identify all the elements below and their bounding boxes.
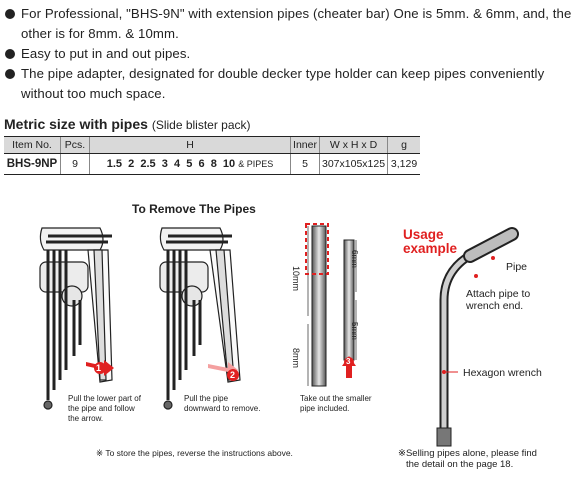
pipe-label: Pipe: [506, 261, 528, 273]
header-item: Item No.: [4, 136, 61, 154]
caption-step-1: Pull the lower part of the pipe and foll…: [68, 394, 141, 423]
figure-title: To Remove The Pipes: [132, 202, 256, 216]
feature-item: Easy to put in and out pipes.: [4, 44, 574, 64]
attach-label: Attach pipe to wrench end.: [466, 288, 531, 312]
arrow-red-3: [342, 356, 356, 378]
hexagon-wrench-label: Hexagon wrench: [463, 367, 542, 379]
pipe-large-top-label: 10mm: [291, 266, 301, 292]
table-title: Metric size with pipes (Slide blister pa…: [4, 116, 251, 132]
usage-title: Usage example: [403, 227, 458, 256]
cell-item: BHS-9NP: [4, 153, 61, 175]
bullet-dot-icon: [5, 9, 15, 19]
cell-inner: 5: [290, 153, 320, 175]
pipe-dashed-outline: [305, 223, 329, 275]
header-dims: W x H x D: [318, 136, 388, 154]
arrow-red-1: [86, 360, 114, 376]
header-h: H: [89, 136, 291, 154]
header-inner: Inner: [290, 136, 320, 154]
wrench-set-illustration-2: [159, 227, 241, 410]
table-subtitle: (Slide blister pack): [151, 118, 251, 132]
step-2-number: 2: [230, 370, 236, 380]
cell-h: 1.5 2 2.5 3 4 5 6 8 10 & PIPES: [89, 153, 291, 175]
spec-table: Item No. Pcs. H Inner W x H x D g BHS-9N…: [4, 136, 421, 175]
pipe-large-bottom-label: 8mm: [291, 348, 301, 368]
pipe-small-bottom-label: 5mm: [350, 322, 359, 340]
step-3-number: 3: [346, 357, 351, 366]
pipe-pointer-dot: [491, 256, 495, 260]
pipe-sale-note: ※Selling pipes alone, please find the de…: [398, 448, 537, 470]
pipe-small-top-label: 6mm: [350, 250, 359, 268]
table-row: BHS-9NP 9 1.5 2 2.5 3 4 5 6 8 10 & PIPES…: [4, 153, 421, 175]
cell-dims: 307x105x125: [318, 153, 388, 175]
feature-item: For Professional, "BHS-9N" with extensio…: [4, 4, 574, 44]
cell-g: 3,129: [387, 153, 421, 175]
caption-step-2: Pull the pipe downward to remove.: [184, 394, 261, 413]
feature-item: The pipe adapter, designated for double …: [4, 64, 574, 104]
wrench-set-illustration-1: [39, 227, 113, 410]
arrow-red-2: [208, 362, 239, 381]
bullet-dot-icon: [5, 49, 15, 59]
table-header-row: Item No. Pcs. H Inner W x H x D g: [4, 136, 421, 154]
cell-h-sizes: 1.5 2 2.5 3 4 5 6 8 10: [106, 158, 236, 170]
caption-step-3: Take out the smaller pipe included.: [300, 394, 372, 413]
pipe-large-illustration: [307, 225, 327, 387]
bullet-dot-icon: [5, 69, 15, 79]
header-g: g: [387, 136, 421, 154]
step-1-number: 1: [96, 363, 102, 373]
header-pcs: Pcs.: [60, 136, 90, 154]
usage-wrench-illustration: [436, 227, 519, 447]
attach-pointer-dot: [474, 274, 478, 278]
cell-h-extra: & PIPES: [238, 159, 274, 169]
footnote-store: ※ To store the pipes, reverse the instru…: [96, 448, 293, 458]
cell-pcs: 9: [60, 153, 90, 175]
feature-list: For Professional, "BHS-9N" with extensio…: [4, 4, 574, 104]
